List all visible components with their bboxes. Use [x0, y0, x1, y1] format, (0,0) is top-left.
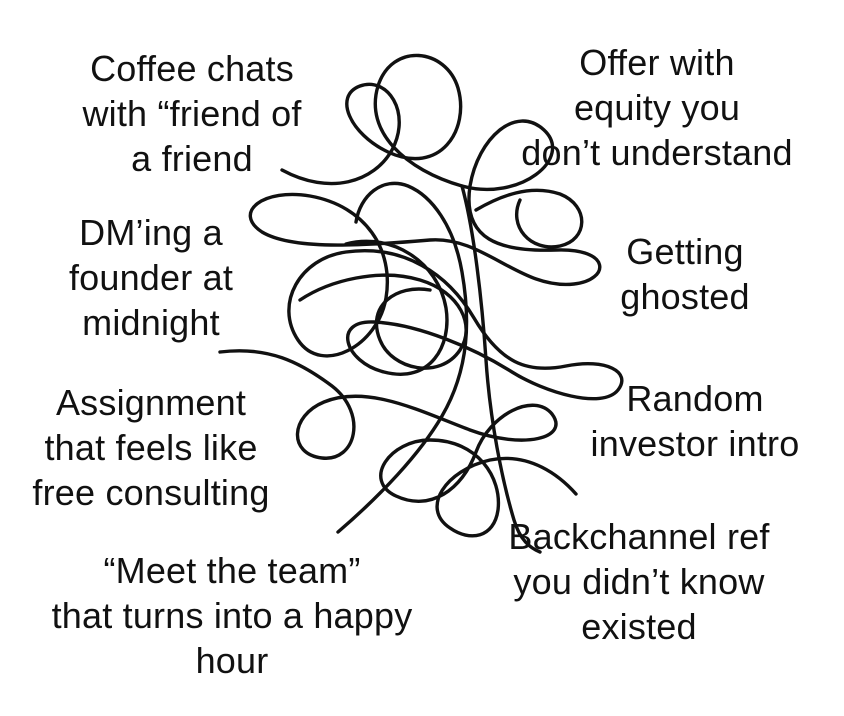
label-assignment: Assignment that feels like free consulti… [14, 380, 288, 515]
label-offer-equity: Offer with equity you don’t understand [492, 40, 822, 175]
label-dm-founder: DM’ing a founder at midnight [46, 210, 256, 345]
label-getting-ghosted: Getting ghosted [600, 229, 770, 319]
label-backchannel-ref: Backchannel ref you didn’t know existed [480, 514, 798, 649]
scribble-strand-upper-right [476, 190, 582, 247]
label-meet-team: “Meet the team” that turns into a happy … [30, 548, 434, 683]
label-coffee-chats: Coffee chats with “friend of a friend [58, 46, 326, 181]
label-investor-intro: Random investor intro [570, 376, 820, 466]
